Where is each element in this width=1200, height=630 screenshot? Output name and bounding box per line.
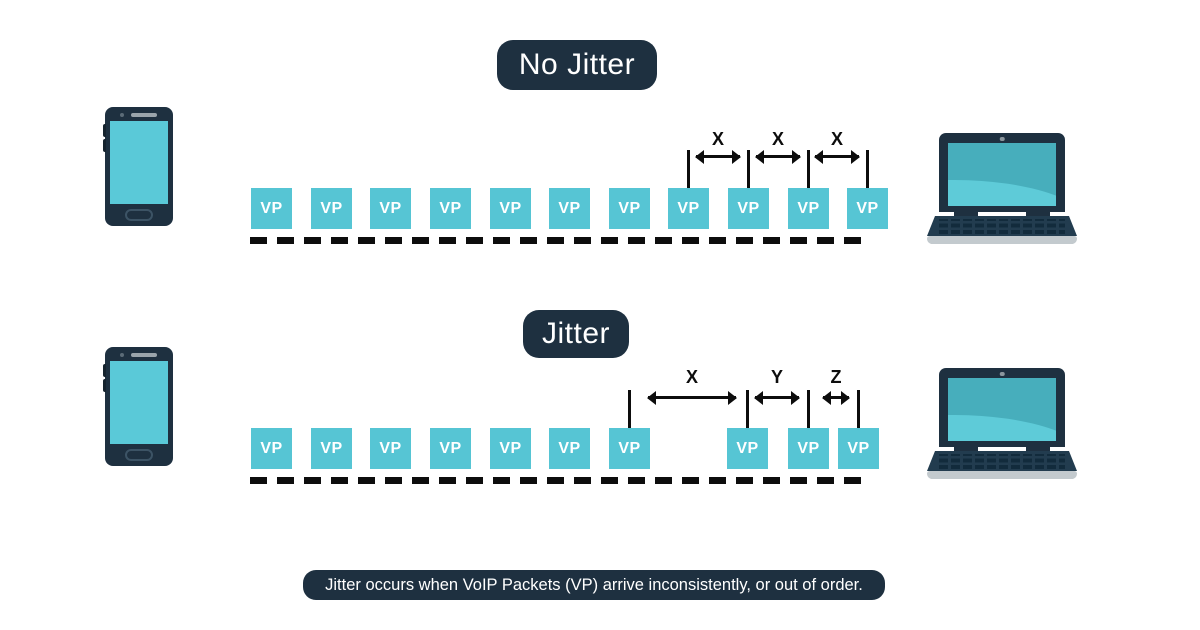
caption-badge: Jitter occurs when VoIP Packets (VP) arr… [303, 570, 885, 600]
phone-speaker [131, 113, 157, 117]
jitter-title-badge: Jitter [523, 310, 629, 358]
vp-packet: VP [847, 188, 888, 229]
gap-tick [807, 150, 810, 188]
phone-home-button [125, 209, 153, 221]
laptop-hinge [954, 212, 978, 217]
vp-packet: VP [788, 428, 829, 469]
laptop-display [948, 378, 1056, 441]
laptop-icon [927, 368, 1077, 479]
gap-arrow-icon [814, 149, 860, 164]
vp-packet: VP [838, 428, 879, 469]
smartphone-icon [102, 107, 173, 226]
laptop-keyboard [927, 216, 1077, 236]
laptop-camera-dot [999, 371, 1005, 376]
vp-packet: VP [728, 188, 769, 229]
laptop-display [948, 143, 1056, 206]
caption-text: Jitter occurs when VoIP Packets (VP) arr… [325, 575, 863, 594]
timeline-dashed-line [250, 237, 870, 244]
vp-packet: VP [788, 188, 829, 229]
phone-camera-dot [120, 353, 124, 357]
no-jitter-title-badge: No Jitter [497, 40, 657, 90]
gap-tick [746, 390, 749, 428]
vp-packet: VP [609, 428, 650, 469]
laptop-hinge [954, 447, 978, 452]
vp-packet: VP [490, 428, 531, 469]
gap-tick [807, 390, 810, 428]
smartphone-icon [102, 347, 173, 466]
gap-arrow-icon [647, 390, 737, 405]
vp-packet: VP [430, 188, 471, 229]
gap-label: X [830, 129, 843, 149]
vp-packet: VP [668, 188, 709, 229]
timeline-dashed-line [250, 477, 870, 484]
phone-screen [110, 361, 168, 444]
phone-side-button [102, 139, 106, 152]
gap-arrow-icon [822, 390, 850, 405]
phone-home-button [125, 449, 153, 461]
laptop-camera-dot [999, 136, 1005, 141]
vp-packet: VP [727, 428, 768, 469]
vp-packet: VP [370, 188, 411, 229]
gap-tick [866, 150, 869, 188]
vp-packet: VP [370, 428, 411, 469]
phone-side-button [102, 364, 106, 377]
vp-packet: VP [311, 188, 352, 229]
laptop-icon [927, 133, 1077, 244]
laptop-screen [939, 368, 1065, 447]
vp-packet: VP [490, 188, 531, 229]
vp-packet: VP [609, 188, 650, 229]
gap-label: X [711, 129, 724, 149]
gap-label: Z [830, 367, 842, 387]
laptop-keyboard [927, 451, 1077, 471]
gap-arrow-icon [695, 149, 741, 164]
laptop-screen [939, 133, 1065, 212]
phone-side-button [102, 124, 106, 137]
gap-label: X [771, 129, 784, 149]
laptop-base [927, 236, 1077, 244]
phone-side-button [102, 379, 106, 392]
laptop-hinge [1026, 212, 1050, 217]
gap-arrow-icon [754, 390, 800, 405]
gap-tick [687, 150, 690, 188]
jitter-title: Jitter [541, 317, 610, 350]
vp-packet: VP [251, 428, 292, 469]
phone-camera-dot [120, 113, 124, 117]
gap-tick [628, 390, 631, 428]
vp-packet: VP [430, 428, 471, 469]
no-jitter-title: No Jitter [518, 48, 636, 81]
gap-tick [747, 150, 750, 188]
gap-label: Y [770, 367, 783, 387]
phone-speaker [131, 353, 157, 357]
vp-packet: VP [549, 428, 590, 469]
gap-label: X [685, 367, 698, 387]
vp-packet: VP [251, 188, 292, 229]
phone-screen [110, 121, 168, 204]
gap-arrow-icon [755, 149, 801, 164]
laptop-base [927, 471, 1077, 479]
vp-packet: VP [311, 428, 352, 469]
laptop-hinge [1026, 447, 1050, 452]
gap-tick [857, 390, 860, 428]
vp-packet: VP [549, 188, 590, 229]
